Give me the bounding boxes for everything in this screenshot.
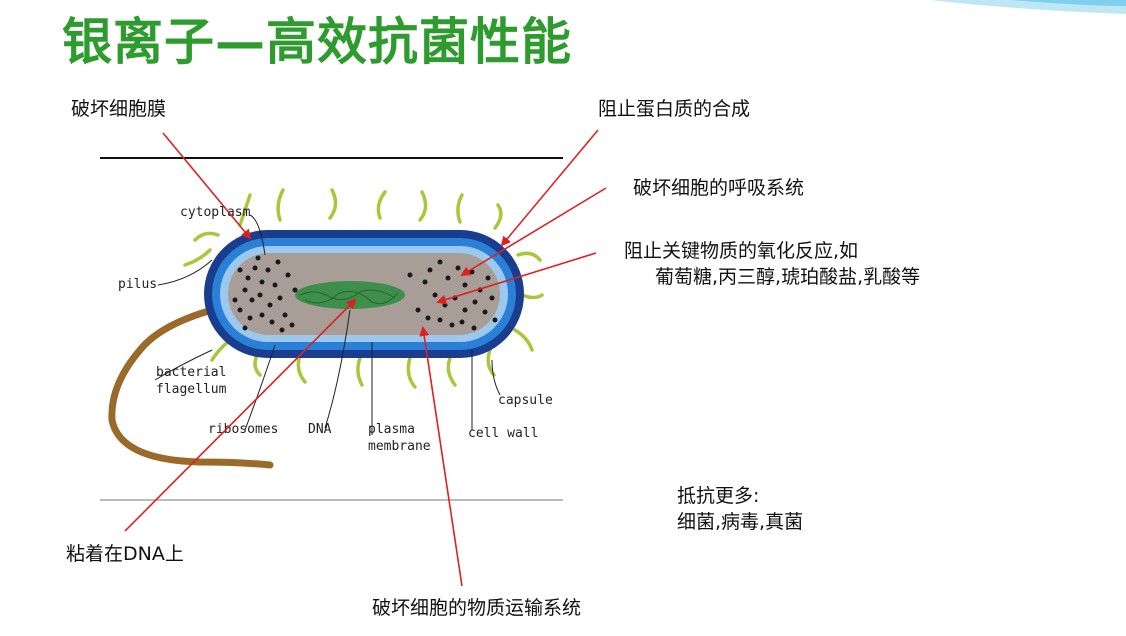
label-ribosomes: ribosomes xyxy=(208,422,278,437)
label-plasma: plasma xyxy=(368,422,415,437)
annotation-stick-dna: 粘着在DNA上 xyxy=(66,543,184,565)
label-membrane: membrane xyxy=(368,439,431,454)
bacterium-diagram: cytoplasm pilus bacterial flagellum ribo… xyxy=(100,157,563,501)
annotation-resist-more-line1: 抵抗更多: xyxy=(677,485,760,507)
label-pilus: pilus xyxy=(118,277,157,292)
label-bacterial: bacterial xyxy=(156,365,226,380)
annotation-resist-more-line2: 细菌,病毒,真菌 xyxy=(677,511,804,533)
label-flagellum: flagellum xyxy=(156,382,227,397)
corner-decoration xyxy=(930,0,1126,14)
annotation-damage-respiration: 破坏细胞的呼吸系统 xyxy=(633,177,805,199)
annotation-damage-transport: 破坏细胞的物质运输系统 xyxy=(372,597,582,619)
label-cytoplasm: cytoplasm xyxy=(180,205,251,220)
annotation-damage-membrane: 破坏细胞膜 xyxy=(71,98,167,120)
annotation-block-oxidation-line1: 阻止关键物质的氧化反应,如 xyxy=(624,240,859,262)
label-cell-wall: cell wall xyxy=(468,426,538,441)
annotation-block-oxidation-line2: 葡萄糖,丙三醇,琥珀酸盐,乳酸等 xyxy=(655,266,921,288)
slide-title: 银离子—高效抗菌性能 xyxy=(62,13,572,71)
annotation-block-protein: 阻止蛋白质的合成 xyxy=(598,98,751,120)
label-capsule: capsule xyxy=(498,393,553,408)
label-dna: DNA xyxy=(308,422,332,437)
